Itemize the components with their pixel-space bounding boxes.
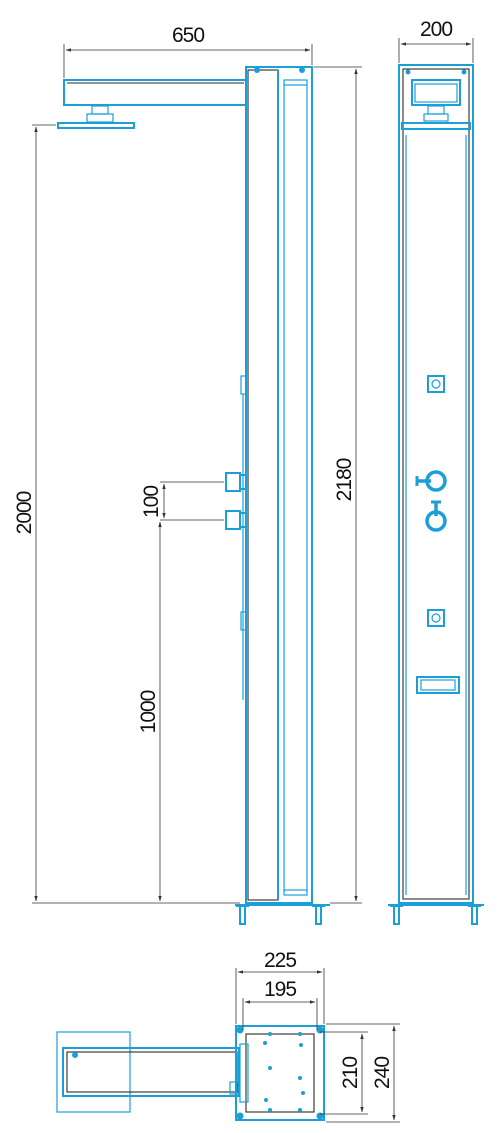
foot-left [239, 905, 246, 925]
mixer-upper [225, 472, 241, 492]
dim-front-width: 200 [420, 18, 452, 41]
head-mount [91, 105, 109, 115]
dim-mixer-spacing: 100 [140, 486, 163, 518]
rain-shower-head [57, 122, 135, 129]
shower-arm [63, 79, 247, 106]
front-column [398, 64, 474, 904]
dim-outer-depth: 240 [371, 1057, 394, 1089]
front-rain-head [401, 122, 471, 130]
mixer-lower [225, 510, 241, 530]
dim-inner-width: 195 [264, 978, 296, 1001]
front-view: 200 [388, 18, 484, 925]
top-view: 225 195 210 240 [56, 949, 400, 1123]
foot-right [315, 905, 322, 925]
dim-arm-length: 650 [172, 24, 204, 47]
base-plate [235, 1025, 325, 1121]
body-jet-lower [427, 609, 445, 627]
side-view: 650 2180 2000 100 1000 [13, 24, 362, 925]
dim-total-height: 2180 [333, 458, 356, 501]
front-arm-box [411, 79, 461, 106]
dim-outer-width: 225 [264, 949, 296, 972]
head-connector [86, 113, 114, 123]
top-arm-outline [56, 1031, 131, 1113]
body-jet-upper [427, 375, 445, 393]
hand-shower-holder [416, 676, 460, 694]
top-arm [62, 1047, 240, 1097]
dim-mixer-height: 1000 [137, 690, 160, 733]
dim-inner-depth: 210 [339, 1057, 362, 1089]
dim-head-height: 2000 [13, 491, 36, 534]
